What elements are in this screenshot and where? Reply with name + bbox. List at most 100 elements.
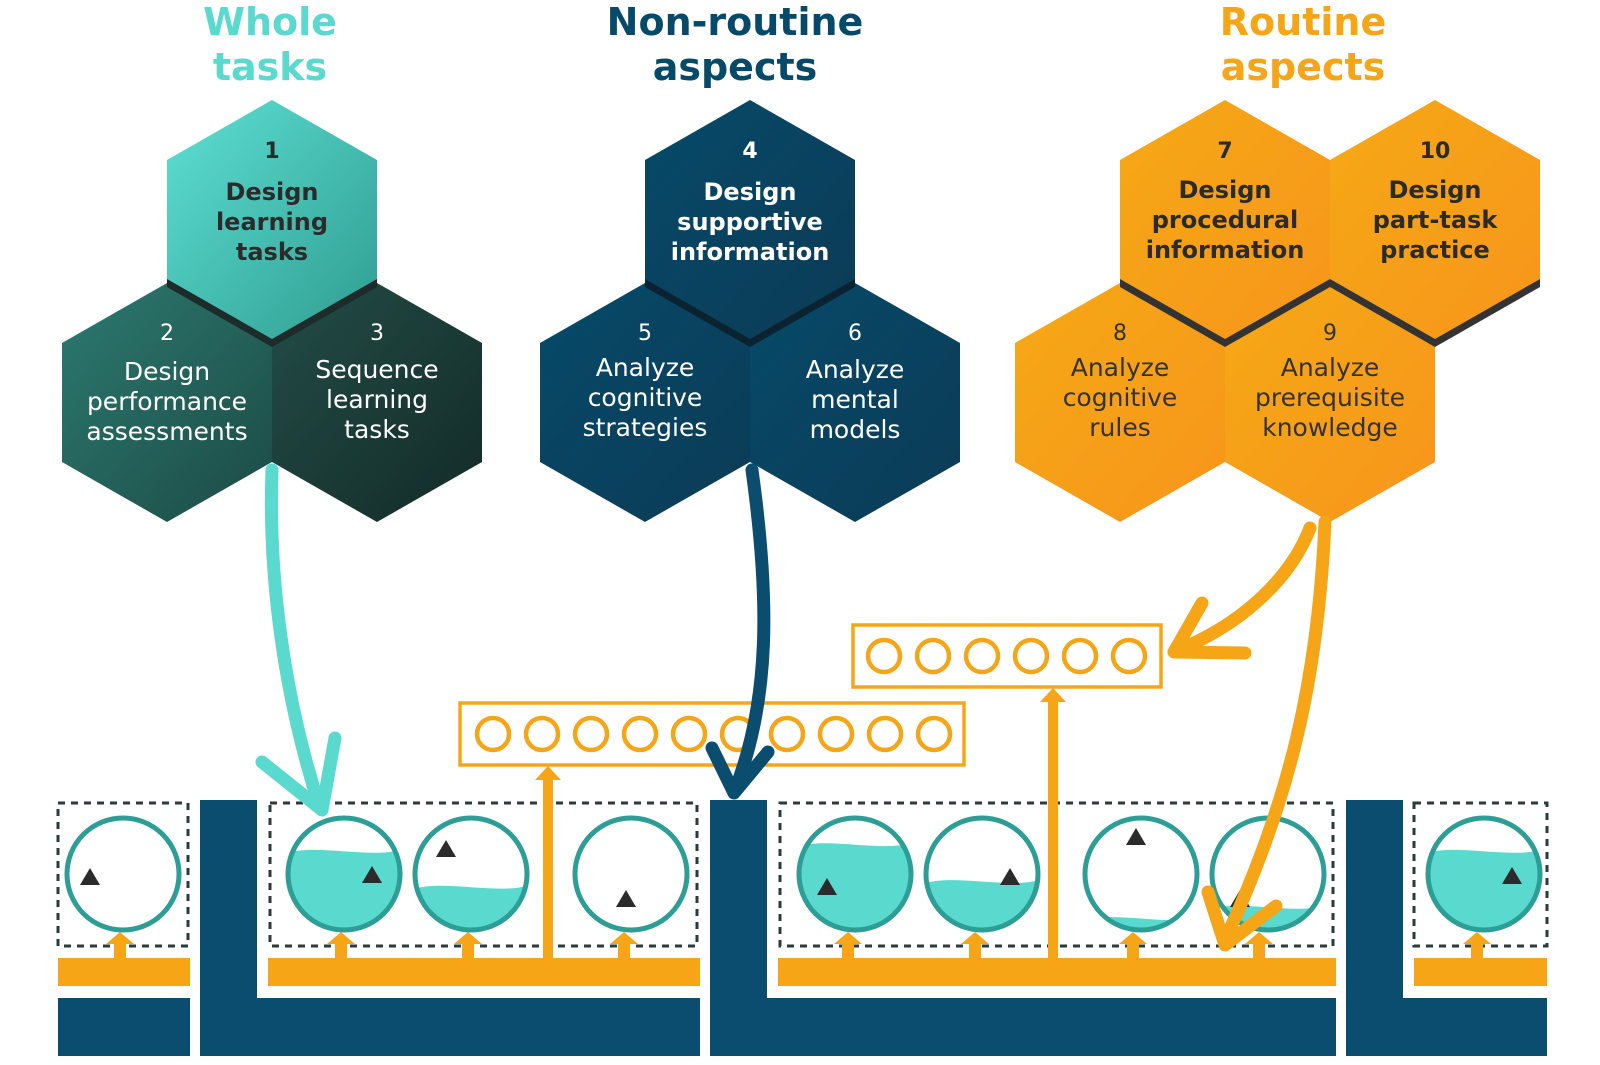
hex-3-line2: learning (326, 385, 428, 414)
practice-item-circle (866, 715, 904, 753)
hex-1-line2: learning (216, 208, 328, 236)
hex-9 (1225, 283, 1435, 522)
practice-item-circle (1061, 637, 1099, 675)
hex-8-line2: cognitive (1063, 383, 1178, 412)
learning-task-6 (923, 815, 1041, 933)
hex-3-line1: Sequence (315, 355, 438, 384)
learning-task-1 (64, 815, 182, 933)
hex-4-line2: supportive (677, 208, 823, 236)
part-task-practice-1 (458, 701, 966, 958)
hex-2-line2: performance (87, 387, 247, 416)
practice-item-circle (621, 715, 659, 753)
arrow-procedural-head (1201, 885, 1283, 952)
up-arrow-t9 (1463, 932, 1491, 958)
hex-group-whole: 1 Design learning tasks 2 Design perform… (62, 100, 482, 522)
learning-task-5 (796, 815, 914, 933)
hex-7-line2: procedural (1152, 206, 1299, 234)
part-task-box-2 (851, 623, 1163, 689)
hex-6 (750, 283, 960, 522)
arrow-part-task (1171, 521, 1317, 657)
learner-triangle-icon (1000, 868, 1020, 885)
hex-8 (1015, 283, 1225, 522)
navy-l-shape-3 (1346, 800, 1547, 1056)
practice-item-circle (914, 637, 952, 675)
task-support-arrows (106, 932, 1491, 958)
orange-bar-4 (1414, 958, 1547, 986)
orange-bar-2 (268, 958, 700, 986)
learning-task-ring (1425, 815, 1543, 933)
hex-group-nonroutine: 4 Design supportive information 5 Analyz… (540, 100, 960, 522)
learning-task-fill (799, 842, 911, 930)
learning-task-background (575, 818, 687, 930)
hex-10-number: 10 (1420, 139, 1451, 164)
navy-l-shape-1 (200, 800, 700, 1056)
nonroutine-title-line2: aspects (653, 45, 818, 89)
hex-5-line2: cognitive (588, 383, 703, 412)
hex-3-line3: tasks (344, 415, 410, 444)
non-routine-title: Non-routine aspects (607, 0, 864, 89)
up-arrow-t4 (610, 932, 638, 958)
nonroutine-title-line1: Non-routine (607, 0, 864, 44)
learning-tasks (64, 815, 1543, 933)
arrow-supportive (728, 463, 771, 797)
part-task-items-1 (474, 715, 953, 753)
up-arrow-t8 (1245, 932, 1273, 958)
practice-item-circle (670, 715, 708, 753)
whole-title-line1: Whole (203, 0, 337, 44)
routine-title: Routine aspects (1220, 0, 1386, 89)
hex-10-line1: Design (1389, 176, 1482, 204)
arrow-part-task-head (1167, 596, 1252, 660)
up-arrow-t3 (454, 932, 482, 958)
hex-6-line3: models (810, 415, 901, 444)
hex-8-line3: rules (1089, 413, 1150, 442)
up-arrow-t7 (1119, 932, 1147, 958)
up-arrow-t1 (106, 932, 134, 958)
hex-5-number: 5 (638, 321, 652, 346)
hex-9-number: 9 (1323, 321, 1337, 346)
learning-task-4 (572, 815, 690, 933)
hex-9-line1: Analyze (1281, 353, 1380, 382)
hex-10-line2: part-task (1373, 206, 1499, 234)
part-task-up-arrow-2 (1040, 688, 1066, 958)
learning-task-ring (923, 815, 1041, 933)
routine-title-line2: aspects (1221, 45, 1386, 89)
learner-triangle-icon (1502, 867, 1522, 884)
hex-10-line3: practice (1380, 236, 1490, 264)
hex-2 (62, 283, 272, 522)
flow-arrows (255, 463, 1332, 952)
learning-task-ring (1082, 815, 1200, 933)
learner-triangle-icon (616, 890, 636, 907)
orange-bar-1 (58, 958, 190, 986)
up-arrow-t5 (834, 932, 862, 958)
hex-6-number: 6 (848, 321, 862, 346)
hex-5-line3: strategies (583, 413, 708, 442)
learning-task-ring (64, 815, 182, 933)
learning-task-ring (285, 815, 403, 933)
practice-item-circle (1012, 637, 1050, 675)
practice-item-circle (572, 715, 610, 753)
practice-item-circle (865, 637, 903, 675)
learning-task-9 (1425, 815, 1543, 933)
arrow-whole-tasks-head (255, 731, 342, 817)
hex-8-number: 8 (1113, 321, 1127, 346)
learning-task-fill (415, 885, 527, 930)
part-task-practice-2 (851, 623, 1163, 958)
hex-4 (645, 100, 855, 339)
learning-task-fill (288, 849, 400, 930)
practice-item-circle (768, 715, 806, 753)
hex-2-number: 2 (160, 321, 174, 346)
hex-4-line1: Design (704, 178, 797, 206)
orange-bar-3 (778, 958, 1336, 986)
practice-item-circle (915, 715, 953, 753)
hex-1-number: 1 (264, 139, 279, 164)
hex-9-line2: prerequisite (1255, 383, 1405, 412)
learning-task-2 (285, 815, 403, 933)
hex-6-line1: Analyze (806, 355, 905, 384)
whole-title-line2: tasks (213, 45, 327, 89)
learning-task-background (67, 818, 179, 930)
procedural-info-bars (58, 958, 1547, 986)
hex-4-number: 4 (742, 139, 757, 164)
practice-item-circle (523, 715, 561, 753)
learning-task-3 (412, 815, 530, 933)
